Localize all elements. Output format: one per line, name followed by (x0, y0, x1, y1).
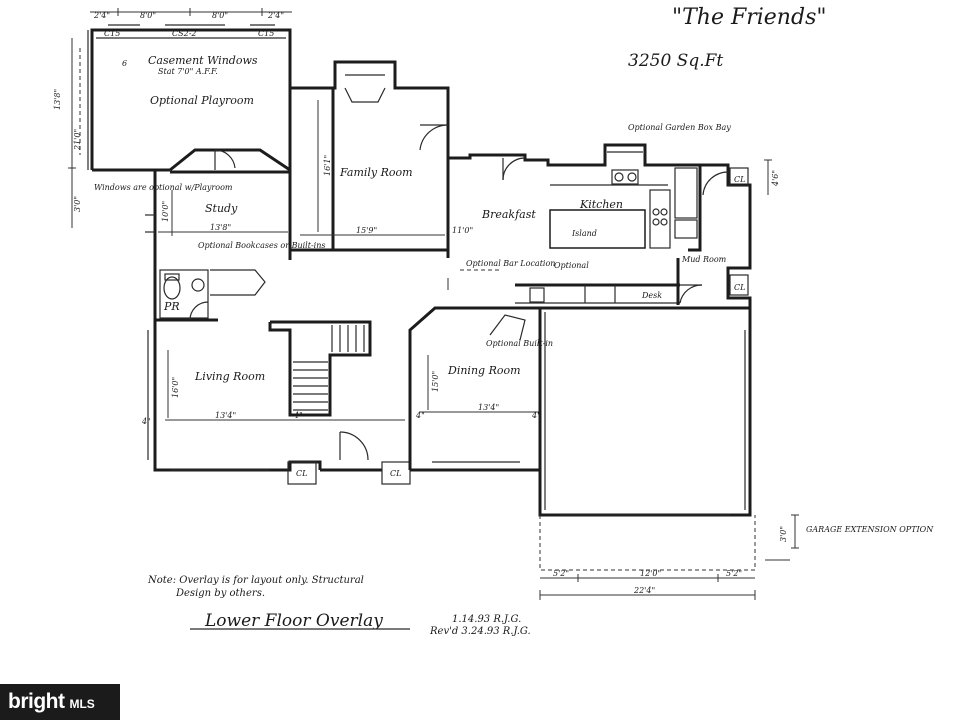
plan-name: Lower Floor Overlay (204, 611, 383, 631)
overlay-note-line2: Design by others. (175, 588, 265, 599)
playroom-dimension-lines (68, 8, 292, 228)
stairs (268, 320, 372, 417)
window-c15-left: C15 (104, 29, 120, 38)
four-inch-d: 4" (531, 411, 541, 420)
playroom-height-3-0: 3'0" (73, 196, 82, 212)
mudroom-label: Mud Room (681, 255, 727, 264)
garage-width-a: 5'2" (553, 569, 569, 578)
four-inch-b: 4" (293, 411, 303, 420)
dining-room-height: 15'0" (431, 371, 440, 392)
brightmls-logo-sub: MLS (69, 697, 95, 711)
dining-room-label: Dining Room (447, 364, 521, 377)
windows-optional-note: Windows are optional w/Playroom (94, 183, 233, 192)
study-walls (145, 88, 292, 260)
study-label: Study (205, 202, 238, 215)
dim-8-0-right: 8'0" (212, 11, 228, 20)
closet-label-entry: CL (390, 469, 401, 478)
overlay-note-line1: Note: Overlay is for layout only. Struct… (147, 575, 364, 586)
window-cs2-2: CS2-2 (172, 29, 196, 38)
dining-room-walls (408, 306, 540, 472)
optional-builtin-label: Optional Built-in (486, 339, 553, 348)
garage-width-c: 5'2" (726, 569, 742, 578)
breakfast-dim: 11'0" (452, 226, 473, 235)
window-c15-right: C15 (258, 29, 274, 38)
bar-location-label: Optional Bar Location (466, 259, 555, 268)
desk-label: Desk (641, 291, 662, 300)
garage-walls (538, 306, 799, 600)
study-width: 13'8" (210, 223, 231, 232)
brightmls-logo-text: bright (8, 690, 65, 713)
four-inch-a: 4" (141, 417, 151, 426)
family-room-walls (290, 60, 450, 258)
living-room-width: 13'4" (215, 411, 236, 420)
breakfast-label: Breakfast (481, 208, 536, 221)
closet-label-living: CL (296, 469, 307, 478)
casement-windows-label: Casement Windows (148, 54, 258, 67)
optional-bookcases-label: Optional Bookcases or Built-ins (198, 241, 325, 250)
garage-extension-label: GARAGE EXTENSION OPTION (806, 525, 934, 534)
garden-box-bay-label: Optional Garden Box Bay (628, 123, 731, 132)
dim-8-0-left: 8'0" (140, 11, 156, 20)
kitchen-depth: 4'6" (771, 170, 780, 187)
playroom-label: Optional Playroom (150, 94, 254, 107)
family-room-width: 15'9" (356, 226, 377, 235)
closet-label-top: CL (734, 175, 745, 184)
garage-total-width: 22'4" (633, 586, 655, 595)
casement-windows-note: Stat 7'0" A.F.F. (158, 67, 218, 76)
playroom-height-13-8: 13'8" (53, 89, 62, 110)
dim-2-4-left: 2'4" (93, 11, 110, 20)
garage-extension-height: 3'0" (779, 526, 788, 542)
mudroom-walls (676, 159, 772, 325)
closet-label-mud: CL (734, 283, 745, 292)
family-room-label: Family Room (339, 166, 413, 179)
plan-title: "The Friends" (672, 5, 826, 30)
brightmls-watermark: bright MLS (0, 684, 120, 720)
island-label: Island (571, 229, 597, 238)
living-room-height: 16'0" (171, 377, 180, 398)
plan-area: 3250 Sq.Ft (628, 51, 723, 71)
family-room-height: 16'1" (323, 155, 332, 176)
powder-room-label: PR (163, 300, 180, 313)
garage-width-b: 12'0" (640, 569, 661, 578)
living-room-label: Living Room (194, 370, 265, 383)
living-room-walls (147, 320, 405, 485)
dim-2-4-right: 2'4" (267, 11, 284, 20)
kitchen-walls (447, 143, 702, 304)
revision-date: Rev'd 3.24.93 R.J.G. (429, 626, 531, 637)
playroom-walls (87, 24, 292, 172)
drawing-date: 1.14.93 R.J.G. (452, 614, 521, 625)
window-tag-6: 6 (122, 59, 127, 68)
powder-room-walls (153, 250, 266, 322)
entry-walls (320, 431, 411, 485)
four-inch-c: 4" (415, 411, 425, 420)
dining-room-width: 13'4" (478, 403, 499, 412)
kitchen-label: Kitchen (579, 198, 623, 211)
playroom-height-21-0: 21'0" (73, 129, 82, 151)
study-height: 10'0" (161, 201, 170, 222)
bar-optional-label: Optional (554, 261, 589, 270)
